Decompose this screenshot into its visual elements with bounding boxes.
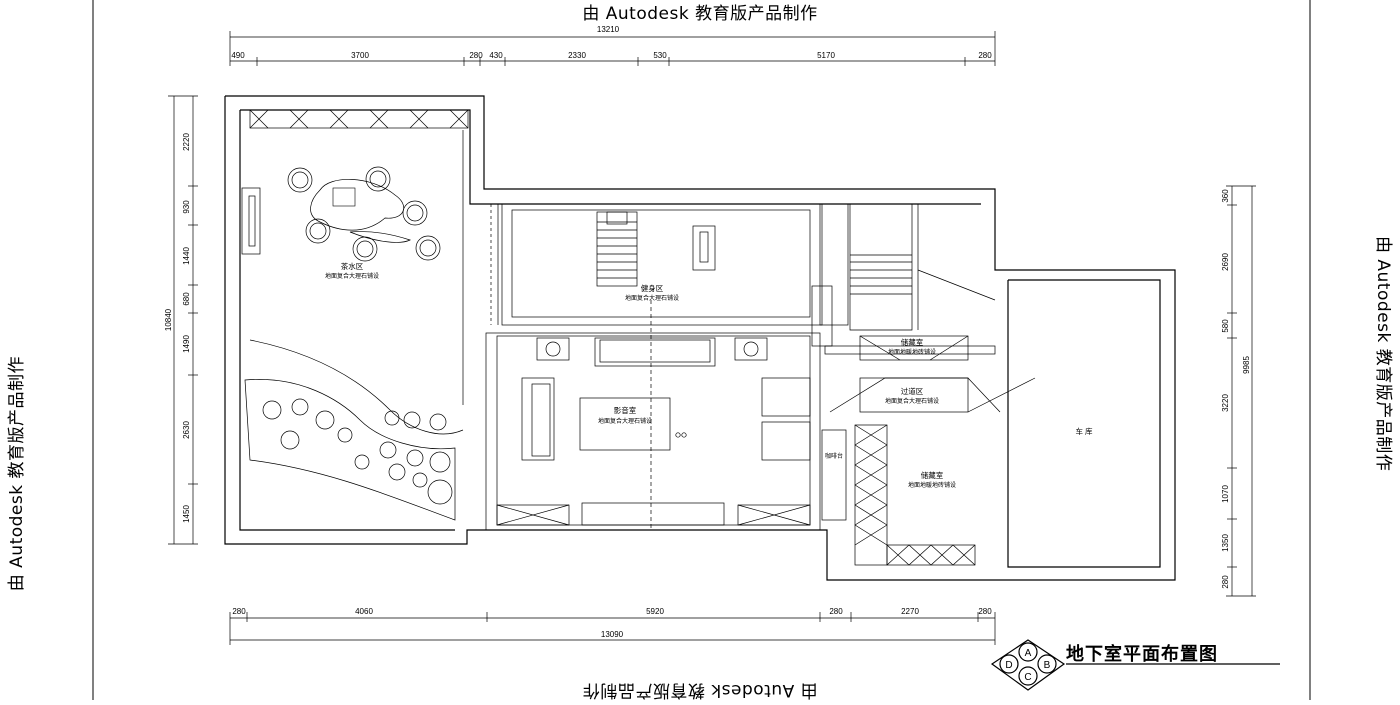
dim-bottom-seg: 280	[232, 607, 246, 616]
dim-right-seg: 580	[1221, 319, 1230, 333]
dim-right-total: 9985	[1242, 356, 1251, 374]
room-floor-storage-large: 地面地暖地砖铺设	[908, 481, 956, 489]
dim-right-seg: 1070	[1221, 485, 1230, 503]
dim-bottom-seg: 280	[829, 607, 843, 616]
dim-left-seg: 2220	[182, 133, 191, 151]
compass-symbol	[990, 639, 1066, 691]
dim-left-seg: 1450	[182, 505, 191, 523]
dim-top-seg: 3700	[351, 51, 369, 60]
room-name-storage-small: 储藏室	[901, 337, 924, 347]
top-dimension-chain	[229, 31, 996, 66]
room-floor-tea-area: 地面复合大理石铺设	[325, 272, 379, 280]
tea-area	[241, 109, 469, 521]
compass-letter-b: B	[1044, 660, 1051, 671]
dim-left-seg: 2630	[182, 421, 191, 439]
stair-and-storage	[811, 203, 1036, 566]
gym-area	[490, 203, 823, 326]
dim-top-seg: 490	[231, 51, 245, 60]
dim-bottom-seg: 5920	[646, 607, 664, 616]
right-dimension-chain	[1226, 185, 1256, 597]
room-name-garage: 车 库	[1075, 426, 1093, 436]
room-name-corridor: 过道区	[901, 386, 924, 396]
av-room	[485, 300, 821, 531]
room-name-tea-area: 茶水区	[341, 261, 364, 271]
dim-bottom-total: 13090	[601, 630, 624, 639]
room-floor-gym: 地面复合大理石铺设	[625, 294, 679, 302]
compass-letter-a: A	[1025, 648, 1032, 659]
dim-right-seg: 1350	[1221, 534, 1230, 552]
dim-left-seg: 680	[182, 292, 191, 306]
dim-right-seg: 3220	[1221, 394, 1230, 412]
dim-bottom-seg: 280	[978, 607, 992, 616]
dim-top-seg: 280	[978, 51, 992, 60]
plan-title: 地下室平面布置图	[1066, 644, 1218, 665]
room-name-av: 影音室	[614, 405, 637, 415]
dim-bottom-seg: 4060	[355, 607, 373, 616]
room-floor-av: 地面复合大理石铺设	[598, 417, 652, 425]
dim-bottom-seg: 2270	[901, 607, 919, 616]
room-floor-corridor: 地面复合大理石铺设	[885, 397, 939, 405]
coffee-counter-label: 咖啡台	[825, 452, 843, 460]
watermark-top: 由 Autodesk 教育版产品制作	[582, 4, 818, 24]
dim-top-seg: 5170	[817, 51, 835, 60]
dim-left-seg: 930	[182, 200, 191, 214]
left-dimension-chain	[168, 95, 198, 545]
dim-left-seg: 1440	[182, 247, 191, 265]
room-name-gym: 健身区	[641, 283, 664, 293]
dim-top-seg: 430	[489, 51, 503, 60]
dim-right-seg: 360	[1221, 189, 1230, 203]
compass-letter-c: C	[1024, 672, 1031, 683]
dim-left-seg: 1490	[182, 335, 191, 353]
dim-top-seg: 2330	[568, 51, 586, 60]
dim-left-total: 10840	[164, 308, 173, 331]
room-name-storage-large: 储藏室	[921, 470, 944, 480]
dim-right-seg: 280	[1221, 575, 1230, 589]
dim-right-seg: 2690	[1221, 253, 1230, 271]
compass-letter-d: D	[1005, 660, 1012, 671]
dim-top-seg: 530	[653, 51, 667, 60]
dim-top-seg: 280	[469, 51, 483, 60]
dim-top-total: 13210	[597, 25, 620, 34]
bottom-dimension-chain	[229, 612, 996, 645]
room-floor-storage-small: 地面地暖地砖铺设	[888, 348, 936, 356]
